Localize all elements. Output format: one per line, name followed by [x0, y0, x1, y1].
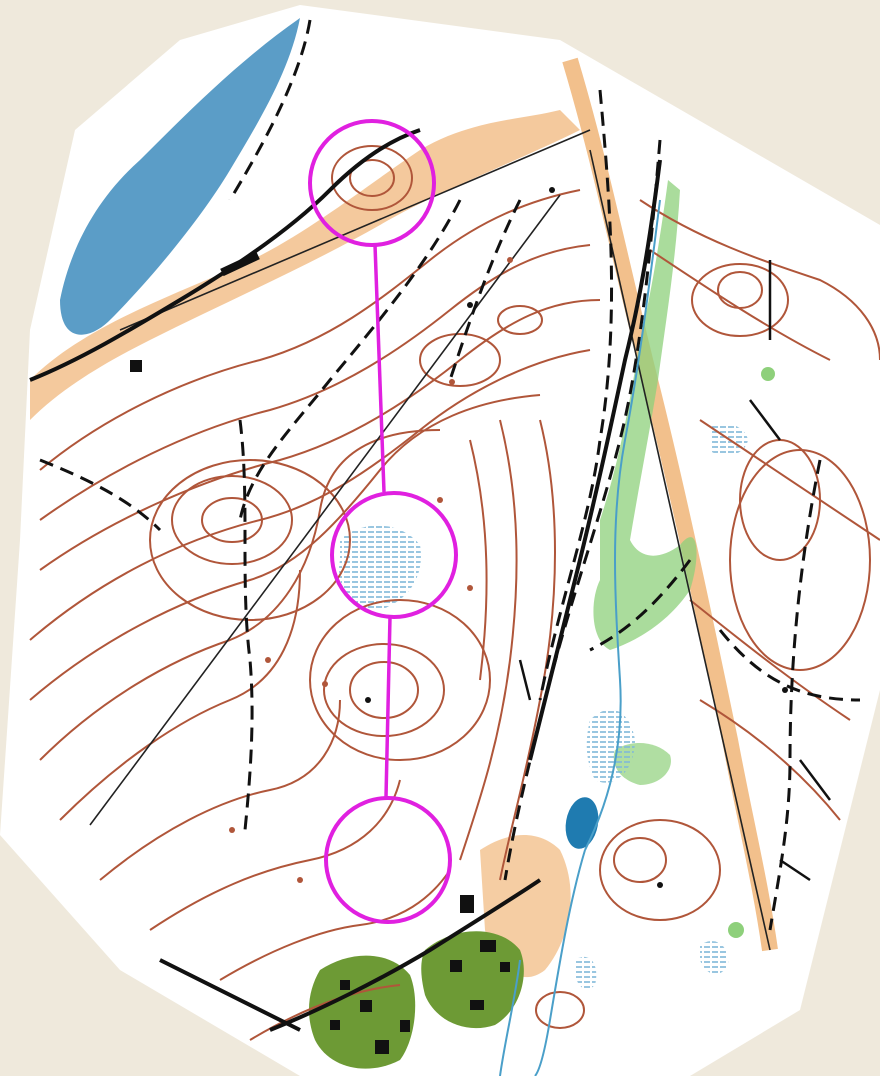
settlement-area-east: [421, 931, 524, 1029]
streams: [499, 199, 661, 1076]
buildings: [130, 251, 510, 1054]
power-lines: [89, 129, 771, 951]
vegetation-stream: [593, 180, 697, 650]
open-land-north: [30, 110, 580, 420]
course-leg-2: [384, 616, 392, 798]
course-leg-1: [373, 244, 386, 493]
cliffs: [518, 260, 831, 882]
course-legs: [373, 244, 392, 798]
point-features: [229, 187, 788, 888]
course-controls: [308, 119, 458, 924]
contour-lines: [29, 145, 880, 1041]
lake: [60, 18, 300, 335]
vegetation-dot: [761, 367, 775, 381]
marsh-areas: [339, 423, 748, 990]
settlement-area-west: [308, 955, 416, 1069]
control-circle-3: [324, 796, 452, 924]
vegetation-dot: [728, 922, 744, 938]
control-circle-2: [330, 491, 458, 619]
paths: [39, 19, 861, 931]
control-circle-1: [308, 119, 436, 247]
pond: [565, 797, 599, 849]
